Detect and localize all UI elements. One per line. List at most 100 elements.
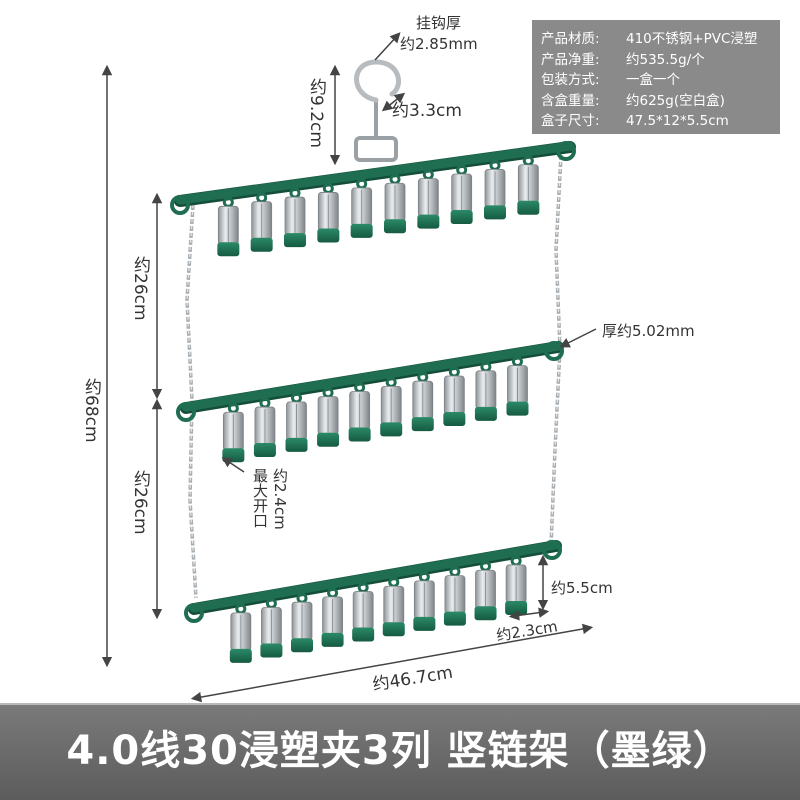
clip-ring (388, 576, 400, 588)
clip-ring (385, 376, 397, 388)
clip (317, 387, 340, 447)
clip (350, 178, 373, 238)
clip-tip (474, 606, 497, 621)
clip (222, 402, 245, 463)
clip-tip (382, 622, 405, 637)
clip-tip (321, 632, 344, 647)
clip-ring (322, 387, 334, 399)
clip-ring (354, 382, 366, 394)
clip (474, 361, 497, 421)
clip (380, 376, 403, 437)
hook-thickness-value: 约2.85mm (400, 35, 478, 53)
clip-tip (411, 417, 434, 432)
hook-thickness-label: 挂钩厚 (416, 14, 462, 32)
clip (382, 576, 405, 637)
clip-tip (443, 411, 466, 426)
clip-ring (289, 187, 301, 199)
clip (284, 187, 306, 248)
bar-thickness-label: 厚约5.02mm (602, 322, 695, 340)
clip-ring (227, 402, 239, 414)
clip-tip (384, 219, 406, 234)
clip-ring (265, 598, 277, 610)
clip-ring (389, 173, 401, 185)
clip (317, 182, 340, 243)
bar-end-hook (542, 540, 562, 560)
spec-row: 盒子尺寸:47.5*12*5.5cm (541, 113, 729, 129)
tiers (170, 141, 576, 663)
clip (411, 371, 434, 432)
product-title-banner: 4.0线30浸塑夹3列 竖链架（墨绿） (0, 703, 800, 800)
clip (253, 397, 276, 458)
clip (417, 169, 440, 229)
clip-ring (357, 582, 369, 594)
tier-gap-label-1: 约26cm (130, 256, 150, 321)
clip-ring (327, 587, 339, 599)
spec-row: 包装方式:一盒一个 (541, 72, 680, 88)
clip (250, 192, 273, 252)
clip-tip (506, 401, 529, 416)
bar-end-hook (544, 341, 564, 361)
clip-tip (352, 627, 375, 642)
clip (348, 382, 371, 442)
tier-gap-label-2: 约26cm (130, 470, 150, 535)
clip-tip (229, 648, 252, 663)
clip-ring (480, 560, 492, 572)
clip (505, 555, 528, 615)
clip (474, 560, 497, 621)
clip-tip (413, 616, 436, 631)
clip-ring (422, 169, 434, 181)
clip (450, 164, 473, 224)
clip (506, 356, 529, 416)
hook-height-label: 约9.2cm (306, 78, 326, 148)
clip-opening-label: 最大开口 (251, 468, 269, 528)
clip-ring (256, 192, 268, 204)
clip (229, 603, 252, 663)
clip-tip (505, 600, 528, 615)
clip-height-label: 约5.5cm (551, 579, 613, 597)
clip-ring (522, 155, 534, 167)
dimension-lines (101, 32, 597, 703)
clip-ring (448, 366, 460, 378)
spec-row: 含盒重量:约625g(空白盒) (541, 92, 725, 109)
clip-ring (489, 159, 501, 171)
bar-end-hook (170, 195, 190, 215)
clip-tip (474, 406, 497, 421)
clip (285, 392, 308, 452)
clip-ring (480, 361, 492, 373)
clip-ring (222, 196, 234, 208)
clip-ring (291, 392, 302, 404)
clip-ring (456, 164, 468, 176)
clip-tip (250, 237, 273, 252)
clip (291, 592, 313, 653)
clip-tip (222, 448, 245, 463)
clip (413, 571, 436, 631)
clip-ring (510, 555, 522, 567)
clip-tip (317, 432, 340, 447)
clip-opening-value: 约2.4cm (271, 468, 289, 530)
clip-tip (317, 228, 340, 243)
clip-ring (322, 182, 334, 194)
bar (189, 540, 561, 613)
clip-tip (350, 223, 373, 238)
clip-tip (450, 210, 473, 224)
clip-tip (284, 233, 306, 248)
clip (217, 196, 240, 257)
clip-ring (418, 571, 430, 583)
bar-end-hook (184, 603, 204, 623)
bar-end-hook (556, 141, 576, 161)
spec-box: 产品材质:410不锈钢+PVC浸塑 产品净重:约535.5g/个 包装方式:一盒… (532, 20, 780, 134)
clip-ring (296, 592, 308, 604)
tier-1 (170, 141, 576, 257)
clip (484, 159, 506, 220)
clip-tip (253, 443, 276, 458)
clip-tip (417, 214, 440, 229)
bar (175, 141, 575, 205)
clip-tip (348, 427, 371, 442)
clip-tip (217, 242, 240, 257)
clip (321, 587, 344, 647)
clip-tip (443, 611, 466, 626)
clip-tip (285, 437, 308, 452)
chain-highlight (186, 204, 197, 599)
clip-ring (511, 356, 523, 368)
clip (443, 566, 466, 626)
